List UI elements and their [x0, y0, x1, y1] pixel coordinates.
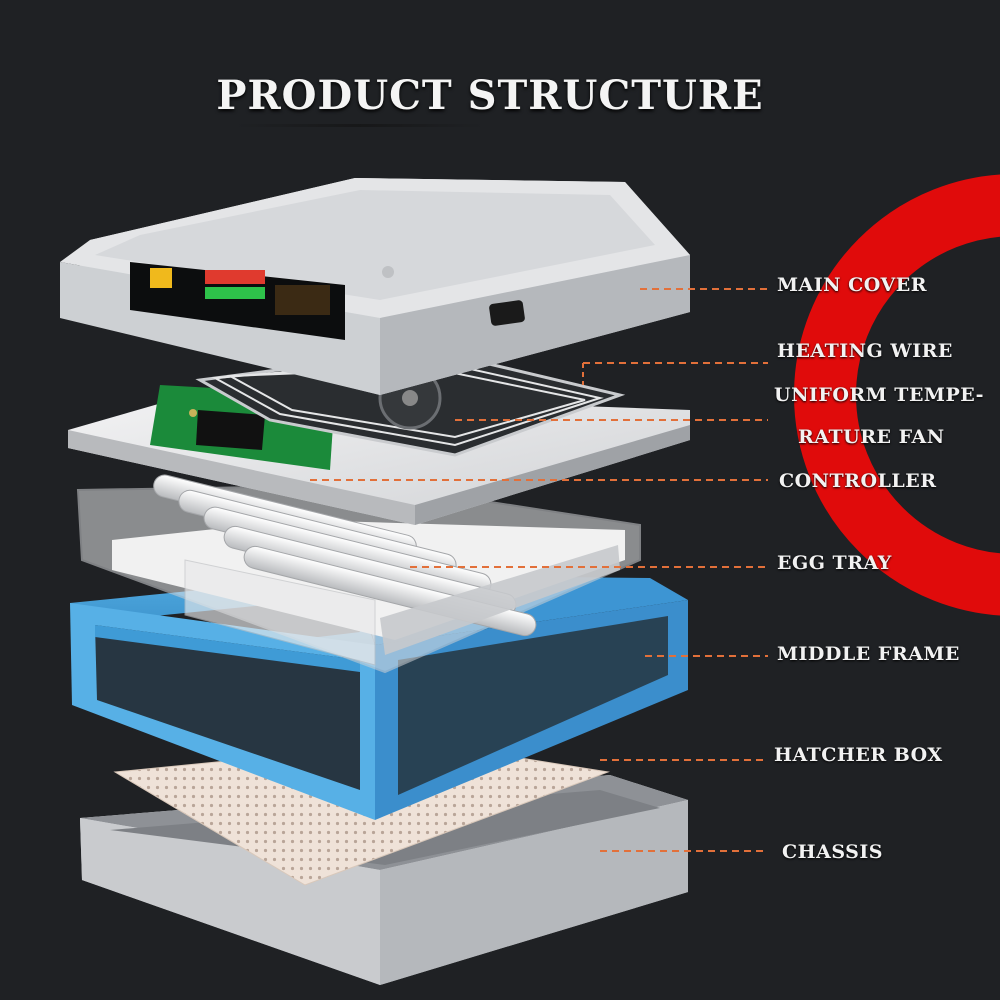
label-hatcher-box: HATCHER BOX	[774, 744, 943, 766]
label-main-cover: MAIN COVER	[777, 274, 927, 296]
label-heating-wire: HEATING WIRE	[777, 340, 953, 362]
label-egg-tray: EGG TRAY	[777, 552, 892, 574]
label-middle-frame: MIDDLE FRAME	[777, 643, 960, 665]
title-underline	[235, 124, 485, 127]
main-cover-part	[60, 178, 690, 395]
label-controller: CONTROLLER	[779, 470, 937, 492]
label-chassis: CHASSIS	[782, 841, 883, 863]
label-fan-line1: UNIFORM TEMPE-	[774, 384, 984, 406]
label-fan-line2: RATURE FAN	[798, 426, 945, 448]
egg-tray-part	[76, 474, 641, 674]
page-title: PRODUCT STRUCTURE	[216, 72, 764, 119]
